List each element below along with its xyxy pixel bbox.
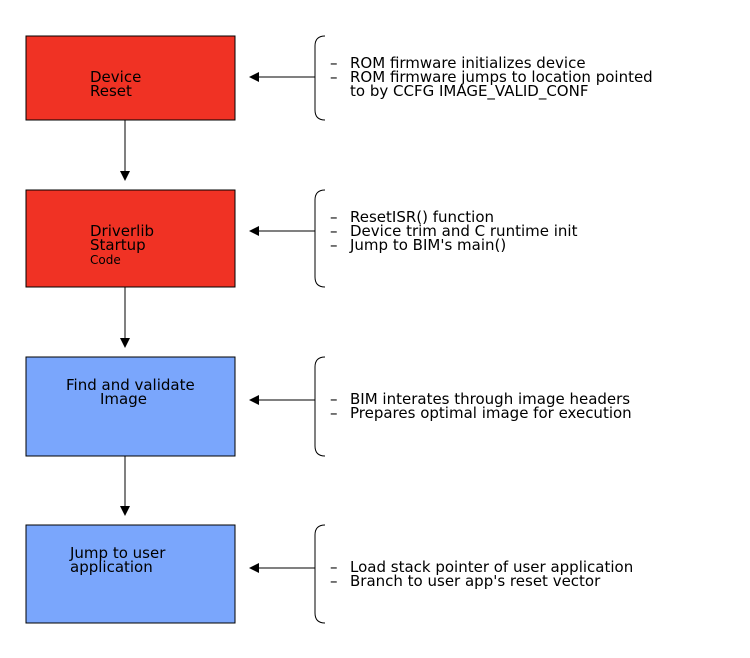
note-dash: – <box>330 236 338 254</box>
step-title-line-2: Reset <box>90 82 132 100</box>
note-line: to by CCFG IMAGE_VALID_CONF <box>350 82 588 101</box>
note-line: BIM interates through image headers <box>350 390 630 408</box>
note-dash: – <box>330 54 338 72</box>
step-title-line-2: application <box>70 558 153 576</box>
step-title-line-3: Code <box>90 253 121 267</box>
note-dash: – <box>330 558 338 576</box>
step-box <box>25 524 236 624</box>
step-title-line-2: Startup <box>90 236 146 254</box>
note-dash: – <box>330 404 338 422</box>
step-title-line-1: Jump to user <box>69 544 166 562</box>
note-line: Device trim and C runtime init <box>350 222 578 240</box>
step-box <box>25 35 236 121</box>
note-line: ROM firmware initializes device <box>350 54 586 72</box>
note-dash: – <box>330 222 338 240</box>
note-bracket <box>314 524 326 624</box>
note-bracket <box>314 356 326 457</box>
note-device-reset: – ROM firmware initializes device – ROM … <box>249 35 653 121</box>
step-title-line-1: Driverlib <box>90 222 154 240</box>
note-jump-to-user-app: – Load stack pointer of user application… <box>249 524 633 624</box>
note-line: Prepares optimal image for execution <box>350 404 632 422</box>
note-line: ROM firmware jumps to location pointed <box>350 68 653 86</box>
step-device-reset: Device Reset <box>25 35 236 121</box>
step-find-validate-image: Find and validate Image <box>25 356 236 457</box>
note-driverlib-startup: – ResetISR() function – Device trim and … <box>249 189 578 288</box>
note-dash: – <box>330 208 338 226</box>
step-driverlib-startup: Driverlib Startup Code <box>25 189 236 288</box>
step-box <box>25 189 236 288</box>
step-title-line-2: Image <box>100 390 147 408</box>
note-bracket <box>314 35 326 121</box>
note-line: Jump to BIM's main() <box>349 236 506 254</box>
note-dash: – <box>330 390 338 408</box>
note-dash: – <box>330 68 338 86</box>
step-jump-to-user-app: Jump to user application <box>25 524 236 624</box>
note-bracket <box>314 189 326 288</box>
step-title-line-1: Device <box>90 68 141 86</box>
note-find-validate-image: – BIM interates through image headers – … <box>249 356 632 457</box>
note-line: ResetISR() function <box>350 208 494 226</box>
step-box <box>25 356 236 457</box>
step-title-line-1: Find and validate <box>66 376 195 394</box>
note-dash: – <box>330 572 338 590</box>
note-line: Branch to user app's reset vector <box>350 572 601 590</box>
note-line: Load stack pointer of user application <box>350 558 633 576</box>
